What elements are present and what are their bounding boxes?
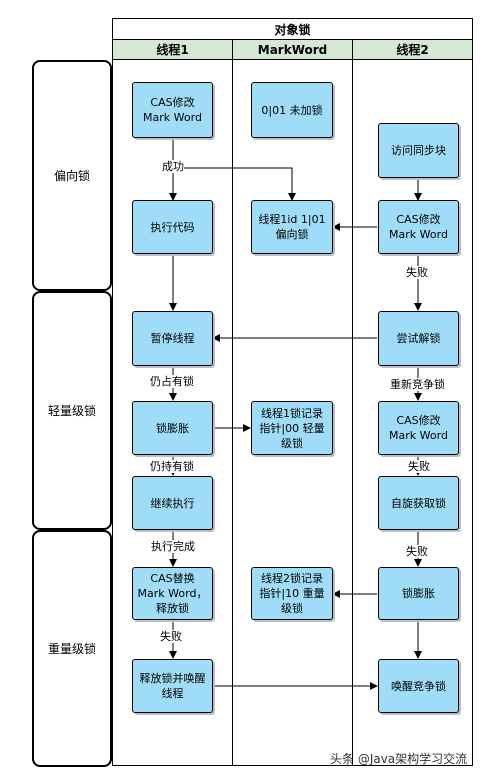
node-t1-cas-modify[interactable]: CAS修改 Mark Word xyxy=(132,82,213,138)
node-mw-heavyweight[interactable]: 线程2锁记录 指针|10 重量 级锁 xyxy=(251,567,333,620)
node-t1-cas-replace[interactable]: CAS替换 Mark Word， 释放锁 xyxy=(132,567,213,620)
node-t1-exec-code[interactable]: 执行代码 xyxy=(132,200,213,254)
node-t2-spin[interactable]: 自旋获取锁 xyxy=(378,476,459,530)
label-still-hold-2: 仍持有锁 xyxy=(150,460,194,473)
label-exec-done: 执行完成 xyxy=(151,540,195,553)
label-still-hold-1: 仍占有锁 xyxy=(150,375,194,388)
node-mw-biased[interactable]: 线程1id 1|01 偏向锁 xyxy=(251,200,333,254)
node-t2-wake-compete[interactable]: 唤醒竞争锁 xyxy=(378,659,459,713)
phase-heavyweight-lock: 重量级锁 xyxy=(32,530,112,767)
label-fail-2: 失败 xyxy=(408,460,430,473)
node-t2-try-revoke[interactable]: 尝试解锁 xyxy=(378,311,459,366)
label-success: 成功 xyxy=(162,160,184,173)
edge-success-to-biased xyxy=(173,167,296,201)
node-t2-cas-modify[interactable]: CAS修改 Mark Word xyxy=(378,200,459,254)
node-t2-inflate[interactable]: 锁膨胀 xyxy=(378,567,459,620)
phase-biased-lock: 偏向锁 xyxy=(32,60,112,291)
lane-header-markword: MarkWord xyxy=(232,39,353,60)
label-recompete: 重新竞争锁 xyxy=(390,378,445,391)
node-t1-continue[interactable]: 继续执行 xyxy=(132,476,213,530)
label-fail-3: 失败 xyxy=(406,545,428,558)
label-fail-1: 失败 xyxy=(406,266,428,279)
node-t1-inflate[interactable]: 锁膨胀 xyxy=(132,401,213,455)
lane-body-thread2 xyxy=(352,59,473,766)
watermark: 头条 @Java架构学习交流 xyxy=(330,752,468,766)
node-t1-pause-thread[interactable]: 暂停线程 xyxy=(132,311,213,366)
lane-header-thread1: 线程1 xyxy=(112,39,233,60)
node-t2-cas-modify-2[interactable]: CAS修改 Mark Word xyxy=(378,401,459,455)
node-mw-unlocked[interactable]: 0|01 未加锁 xyxy=(251,82,333,138)
node-t2-access-sync[interactable]: 访问同步块 xyxy=(378,123,459,178)
phase-lightweight-lock: 轻量级锁 xyxy=(32,291,112,530)
node-t1-release-wake[interactable]: 释放锁并唤醒 线程 xyxy=(132,659,213,713)
label-fail-4: 失败 xyxy=(160,630,182,643)
node-mw-lightweight[interactable]: 线程1锁记录 指针|00 轻量 级锁 xyxy=(251,401,333,455)
